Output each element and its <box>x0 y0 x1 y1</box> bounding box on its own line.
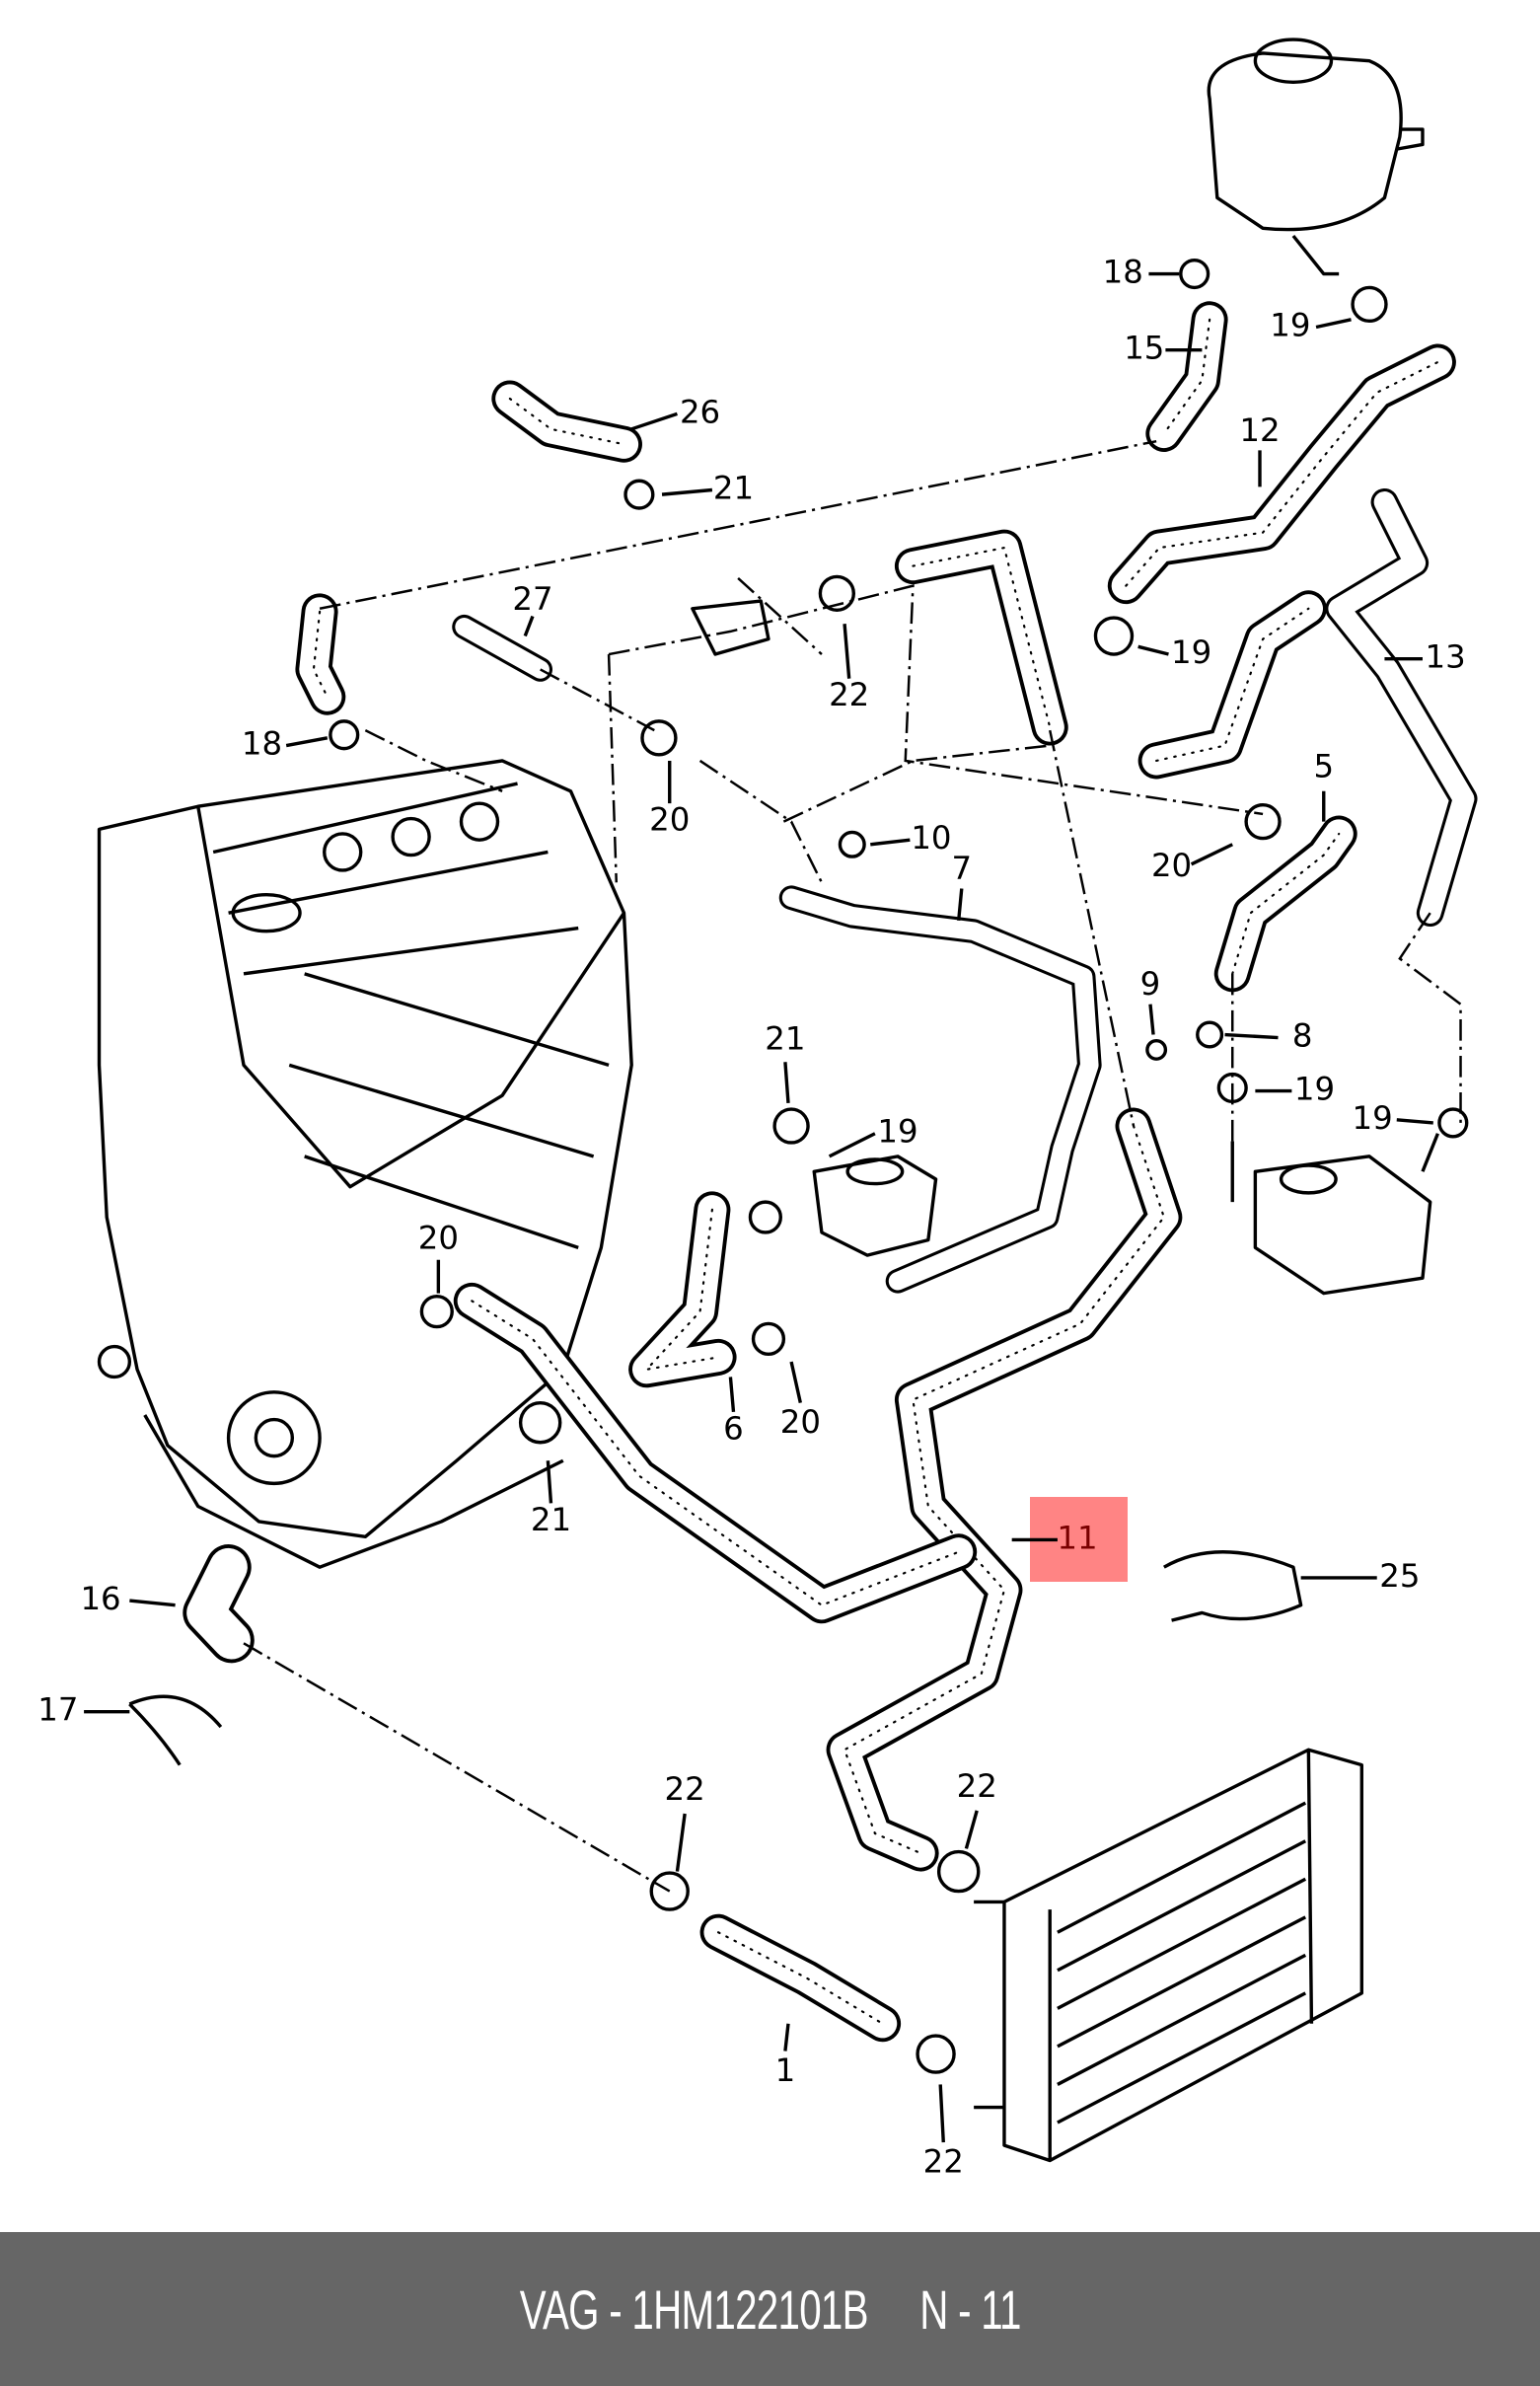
callout-22: 22 <box>665 1770 705 1808</box>
callout-8: 8 <box>1292 1017 1313 1055</box>
leader-lines <box>84 271 1433 2143</box>
hose-clamps <box>128 258 1469 2074</box>
callout-25: 25 <box>1379 1557 1420 1595</box>
callout-18: 18 <box>1103 254 1143 291</box>
part-number-footer: VAG - 1HM122101B N - 11 <box>0 2232 1540 2386</box>
hose-5 <box>1213 815 1357 993</box>
callout-9: 9 <box>1140 965 1161 1003</box>
expansion-tank <box>1207 37 1425 276</box>
callout-labels: 18 19 15 26 21 12 27 19 13 22 18 20 5 10… <box>37 254 1465 2181</box>
callout-17: 17 <box>37 1691 78 1729</box>
callout-19: 19 <box>877 1113 917 1151</box>
hose-18 <box>295 593 346 715</box>
coolant-flange <box>691 599 938 1257</box>
callout-1: 1 <box>775 2051 796 2089</box>
hose-1 <box>699 1913 902 2043</box>
pipe-7 <box>778 885 1102 1294</box>
hose-27 <box>452 614 553 682</box>
callout-19: 19 <box>1352 1099 1392 1137</box>
hose-12 <box>1107 343 1456 605</box>
hose-13 <box>1137 487 1478 928</box>
callout-16: 16 <box>80 1580 120 1617</box>
callout-20: 20 <box>1151 847 1192 884</box>
engine-block <box>97 759 633 1569</box>
callout-19: 19 <box>1270 307 1310 344</box>
hose-lower-bypass <box>453 1282 978 1624</box>
callout-20: 20 <box>780 1403 821 1441</box>
oil-cooler <box>1230 1133 1439 1296</box>
clip-17 <box>128 1694 223 1766</box>
callout-12: 12 <box>1239 411 1280 449</box>
cooling-system-diagram: 18 19 15 26 21 12 27 19 13 22 18 20 5 10… <box>37 37 1478 2181</box>
callout-6: 6 <box>723 1409 744 1447</box>
callout-7: 7 <box>951 850 972 887</box>
callout-20: 20 <box>649 801 690 839</box>
callout-27: 27 <box>512 580 552 618</box>
callout-22: 22 <box>923 2143 964 2181</box>
hose-upper <box>894 529 1068 746</box>
callout-22: 22 <box>829 676 869 713</box>
callout-5: 5 <box>1313 748 1334 785</box>
callout-26: 26 <box>680 393 720 430</box>
clamp-25 <box>1163 1550 1303 1622</box>
callout-15: 15 <box>1124 330 1164 367</box>
callout-21: 21 <box>765 1020 805 1058</box>
hose-16 <box>183 1544 255 1664</box>
callout-19: 19 <box>1294 1071 1335 1108</box>
callout-10: 10 <box>911 819 951 857</box>
callout-21: 21 <box>713 469 754 506</box>
hose-15 <box>1145 301 1228 452</box>
callout-13: 13 <box>1426 638 1466 676</box>
callout-11-highlighted: 11 <box>1057 1519 1097 1556</box>
callout-18: 18 <box>242 725 282 763</box>
callout-19: 19 <box>1171 634 1211 671</box>
radiator <box>974 1748 1364 2163</box>
hoses <box>183 301 1478 2043</box>
callout-22: 22 <box>957 1767 997 1805</box>
connection-lines <box>243 439 1462 1893</box>
hose-26 <box>491 380 642 463</box>
callout-21: 21 <box>531 1501 571 1538</box>
callout-20: 20 <box>418 1220 459 1257</box>
hose-6 <box>628 1191 737 1388</box>
part-number-text: VAG - 1HM122101B N - 11 <box>519 2277 1022 2341</box>
